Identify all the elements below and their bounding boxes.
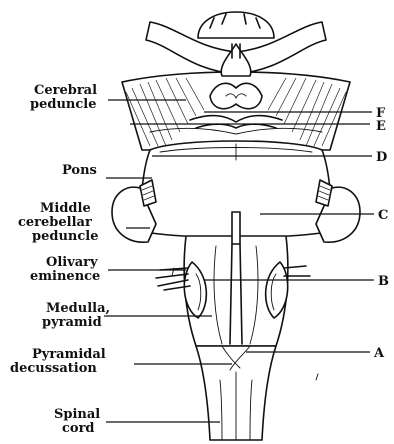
label-olivary-eminence-line1: Olivary xyxy=(46,255,98,270)
label-middle-cerebellar-line3: peduncle xyxy=(32,229,98,244)
letter-d: D xyxy=(376,150,387,165)
label-medulla-pyramid-line1: Medulla, xyxy=(46,301,110,316)
label-spinal-cord-line2: cord xyxy=(62,421,95,436)
letter-b: B xyxy=(378,274,389,289)
label-cerebral-peduncle-line2: peduncle xyxy=(30,97,96,112)
label-middle-cerebellar-line1: Middle xyxy=(40,201,91,216)
cerebral-peduncles xyxy=(122,44,350,150)
label-spinal-cord-line1: Spinal xyxy=(54,407,100,422)
letter-e: E xyxy=(376,119,386,134)
letter-a: A xyxy=(373,346,385,361)
label-olivary-eminence-line2: eminence xyxy=(30,269,100,284)
letter-c: C xyxy=(378,208,388,223)
label-pyramidal-decussation-line1: Pyramidal xyxy=(32,347,106,362)
spinal-cord xyxy=(196,346,276,440)
label-cerebral-peduncle-line1: Cerebral xyxy=(34,83,97,98)
label-middle-cerebellar-line2: cerebellar xyxy=(18,215,92,230)
label-medulla-pyramid-line2: pyramid xyxy=(42,315,102,330)
label-pyramidal-decussation-line2: decussation xyxy=(10,361,97,376)
label-pons: Pons xyxy=(62,163,97,178)
